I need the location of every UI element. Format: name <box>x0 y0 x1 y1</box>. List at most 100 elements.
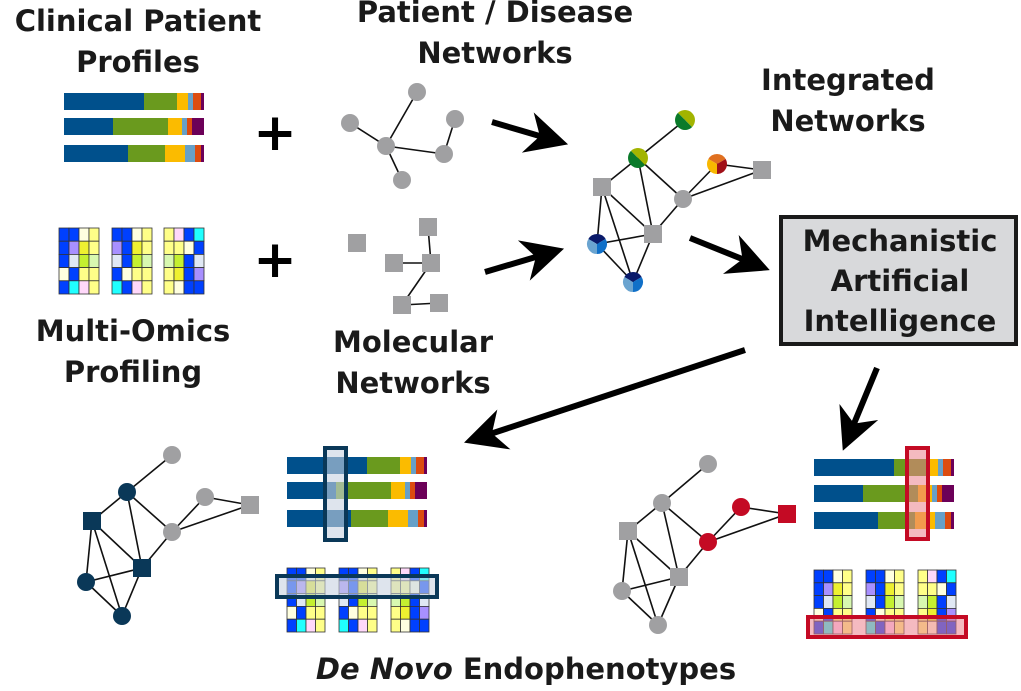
omics-cell <box>348 618 359 633</box>
omics-cell <box>111 280 123 295</box>
network-node-square <box>83 512 101 530</box>
feature-highlight-vertical <box>323 446 348 542</box>
network-node-pie <box>707 153 728 174</box>
clinical-profile-bars <box>64 93 204 162</box>
omics-cell <box>58 240 70 255</box>
omics-cell <box>163 240 175 255</box>
profile-segment <box>863 485 918 502</box>
network-edge <box>637 157 654 235</box>
profile-segment <box>168 118 182 135</box>
omics-cell <box>58 253 70 268</box>
omics-cell <box>875 595 886 609</box>
multi-omics-grids <box>58 227 205 295</box>
omics-cell <box>68 267 80 282</box>
omics-cell <box>121 240 133 255</box>
omics-cell <box>163 227 175 242</box>
profile-segment <box>410 482 415 499</box>
caption-rest: Endophenotypes <box>453 652 736 686</box>
omics-cell <box>163 267 175 282</box>
omics-cell <box>163 280 175 295</box>
network-edge <box>621 576 680 592</box>
patient-networks-title: Patient / Disease <box>357 0 633 29</box>
profile-segment <box>64 145 128 162</box>
profile-segment <box>416 457 424 474</box>
omics-cell <box>823 595 834 609</box>
arrow-4 <box>464 347 746 450</box>
network-node-square <box>753 161 771 179</box>
network-node-square <box>430 294 448 312</box>
network-edge <box>661 502 709 543</box>
omics-cell <box>315 618 326 633</box>
omics-cell <box>141 267 153 282</box>
pie-sector <box>597 239 607 254</box>
network-node-circle <box>699 455 717 473</box>
profile-segment <box>188 93 193 110</box>
feature-highlight-vertical-red <box>905 446 930 541</box>
profile-segment <box>192 118 204 135</box>
plus-sign-2: + <box>253 230 297 290</box>
omics-cell <box>68 253 80 268</box>
omics-cell <box>305 606 316 620</box>
network-node-circle <box>674 190 692 208</box>
omics-cell <box>193 227 205 242</box>
network-node-circle <box>649 616 667 634</box>
pie-sector <box>677 110 695 128</box>
omics-cell <box>286 606 297 620</box>
caption-italic: De Novo <box>316 652 453 686</box>
network-node-square <box>133 559 151 577</box>
profile-segment <box>415 482 427 499</box>
network-node-pie <box>586 233 607 254</box>
molecular-networks-title-2: Networks <box>335 366 490 400</box>
network-node-pie <box>628 148 648 168</box>
profile-segment <box>388 510 408 527</box>
omics-cell <box>286 618 297 633</box>
omics-cell <box>131 253 143 268</box>
network-node-circle <box>163 446 181 464</box>
network-node-circle <box>732 498 750 516</box>
omics-cell <box>183 280 195 295</box>
network-edge <box>171 504 251 533</box>
omics-cell <box>927 582 938 596</box>
omics-cell <box>131 267 143 282</box>
network-node-circle <box>196 488 214 506</box>
pie-sector <box>588 233 606 244</box>
omics-cell <box>842 569 853 584</box>
omics-cell <box>78 227 90 242</box>
profile-segment <box>128 145 165 162</box>
mai-title-1: Mechanistic <box>803 224 998 258</box>
omics-cell <box>884 569 895 584</box>
omics-cell <box>884 582 895 596</box>
omics-cell <box>193 280 205 295</box>
network-edge <box>637 119 686 159</box>
endophenotype-network-navy <box>77 446 259 625</box>
profile-segment <box>935 512 945 529</box>
pie-sector <box>623 277 633 292</box>
network-node-square <box>419 218 437 236</box>
omics-cell <box>946 595 957 609</box>
network-node-circle <box>341 114 359 132</box>
patient-disease-network <box>341 83 464 189</box>
profile-segment <box>144 93 177 110</box>
pie-sector <box>675 112 693 130</box>
omics-cell <box>357 606 368 620</box>
omics-cell <box>390 618 401 633</box>
profile-segment <box>405 482 410 499</box>
network-edge <box>91 520 123 617</box>
network-node-pie <box>675 110 695 130</box>
omics-cell <box>183 240 195 255</box>
omics-cell <box>865 569 876 584</box>
omics-cell <box>78 280 90 295</box>
omics-cell <box>946 569 957 584</box>
network-edge <box>126 454 173 493</box>
network-edge <box>126 491 143 569</box>
profile-segment <box>185 145 195 162</box>
omics-cell <box>183 253 195 268</box>
network-node-circle <box>653 494 671 512</box>
omics-cell <box>338 606 349 620</box>
omics-cell <box>78 253 90 268</box>
omics-cell <box>296 618 307 633</box>
omics-cell <box>305 618 316 633</box>
omics-cell <box>68 280 80 295</box>
omics-cell <box>894 595 905 609</box>
mechanistic-ai-box: Mechanistic Artificial Intelligence <box>779 215 1018 346</box>
